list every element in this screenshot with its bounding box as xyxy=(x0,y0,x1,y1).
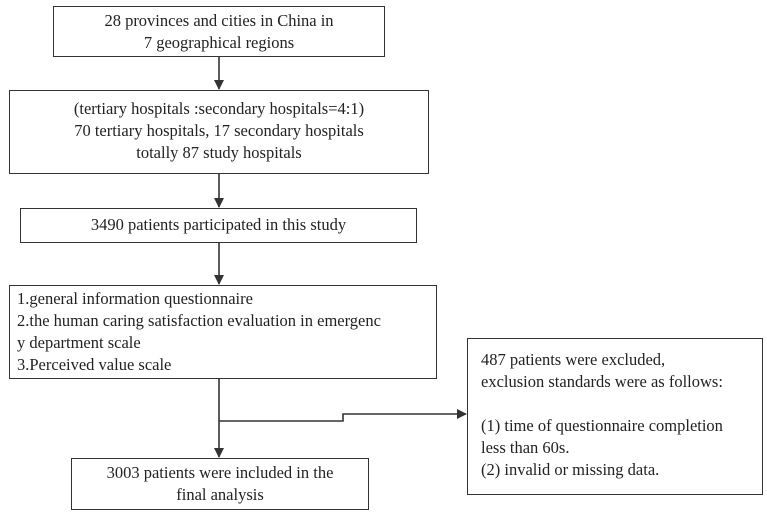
box-excluded-line-6: (2) invalid or missing data. xyxy=(481,460,660,479)
box-regions-line-1: 28 provinces and cities in China in xyxy=(104,11,334,30)
box-excluded: 487 patients were excluded, exclusion st… xyxy=(467,338,763,495)
box-questionnaires-line-1: 1.general information questionnaire xyxy=(17,289,253,308)
box-participants-line-1: 3490 patients participated in this study xyxy=(90,215,347,234)
box-final-line-2: final analysis xyxy=(176,485,264,504)
box-excluded-line-5: less than 60s. xyxy=(481,438,570,457)
box-hospitals-line-1: (tertiary hospitals :secondary hospitals… xyxy=(73,99,365,118)
box-excluded-line-4: (1) time of questionnaire completion xyxy=(481,416,723,435)
box-hospitals-line-2: 70 tertiary hospitals, 17 secondary hosp… xyxy=(74,121,364,140)
box-regions: 28 provinces and cities in China in 7 ge… xyxy=(53,6,385,57)
box-excluded-line-1: 487 patients were excluded, xyxy=(481,350,666,369)
box-questionnaires-line-2: 2.the human caring satisfaction evaluati… xyxy=(17,311,381,330)
box-final-line-1: 3003 patients were included in the xyxy=(106,463,334,482)
box-final-analysis: 3003 patients were included in the final… xyxy=(71,458,369,510)
box-questionnaires-line-3: y department scale xyxy=(17,333,141,352)
box-regions-line-2: 7 geographical regions xyxy=(143,33,295,52)
box-excluded-line-3 xyxy=(481,393,762,415)
box-excluded-line-2: exclusion standards were as follows: xyxy=(481,372,723,391)
box-hospitals-line-3: totally 87 study hospitals xyxy=(136,143,302,162)
arrow-to-excluded xyxy=(219,409,467,422)
box-questionnaires-line-4: 3.Perceived value scale xyxy=(17,355,172,374)
box-hospitals: (tertiary hospitals :secondary hospitals… xyxy=(9,90,429,174)
box-participants: 3490 patients participated in this study xyxy=(20,208,417,243)
box-questionnaires: 1.general information questionnaire 2.th… xyxy=(9,285,437,379)
